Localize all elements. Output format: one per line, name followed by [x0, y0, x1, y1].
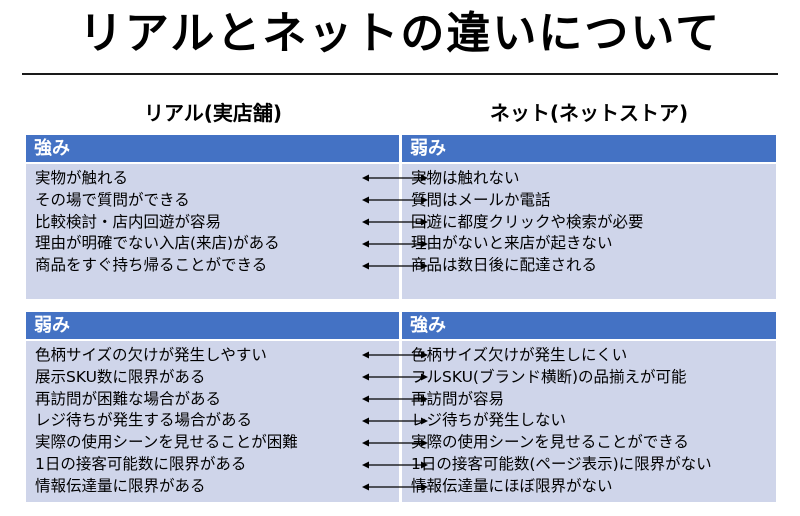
list-item: 実物は触れない — [411, 169, 520, 187]
list-item: フルSKU(ブランド横断)の品揃えが可能 — [411, 367, 687, 386]
list-item: 展示SKU数に限界がある — [35, 367, 206, 386]
item-list-left: 実物が触れる その場で質問ができる 比較検討・店内回遊が容易 理由が明確でない入… — [35, 168, 280, 277]
panel-body-right: 色柄サイズ欠けが発生しにくい フルSKU(ブランド横断)の品揃えが可能 再訪問が… — [402, 341, 776, 502]
double-arrow-icon — [362, 350, 428, 360]
double-arrow-icon — [362, 195, 428, 205]
panel-header-right: 強み — [402, 312, 776, 339]
panel-body-left: 実物が触れる その場で質問ができる 比較検討・店内回遊が容易 理由が明確でない入… — [26, 164, 399, 299]
list-item: 商品をすぐ持ち帰ることができる — [35, 256, 268, 275]
list-item: 理由が明確でない入店(来店)がある — [35, 234, 280, 253]
list-item: 1日の接客可能数(ページ表示)に限界がない — [411, 454, 712, 473]
double-arrow-icon — [362, 394, 428, 404]
list-item: 色柄サイズ欠けが発生しにくい — [411, 346, 628, 364]
list-item: その場で質問ができる — [35, 190, 190, 209]
comparison-panel-weaknesses: 弱み 強み 色柄サイズの欠けが発生しやすい 展示SKU数に限界がある 再訪問が困… — [26, 312, 776, 502]
page-title: リアルとネットの違いについて — [78, 8, 722, 59]
list-item: 再訪問が容易 — [411, 389, 505, 408]
column-header-net: ネット(ネットストア) — [489, 101, 689, 125]
item-list-right: 実物は触れない 質問はメールか電話 回遊に都度クリックや検索が必要 理由がないと… — [411, 168, 644, 277]
double-arrow-icon — [362, 438, 428, 448]
list-item: レジ待ちが発生する場合がある — [35, 411, 253, 430]
column-header-real: リアル(実店舗) — [143, 101, 283, 125]
list-item: レジ待ちが発生しない — [411, 411, 567, 430]
panel-body-left: 色柄サイズの欠けが発生しやすい 展示SKU数に限界がある 再訪問が困難な場合があ… — [26, 341, 399, 502]
double-arrow-icon — [362, 372, 428, 382]
list-item: 理由がないと来店が起きない — [411, 234, 613, 253]
double-arrow-icon — [362, 460, 428, 470]
panel-header-left: 強み — [26, 135, 399, 162]
list-item: 実物が触れる — [35, 169, 129, 187]
list-item: 情報伝達量に限界がある — [35, 476, 206, 495]
list-item: 1日の接客可能数に限界がある — [35, 454, 247, 473]
list-item: 回遊に都度クリックや検索が必要 — [411, 212, 644, 231]
list-item: 実際の使用シーンを見せることができる — [411, 433, 689, 452]
panel-header-left: 弱み — [26, 312, 399, 339]
list-item: 再訪問が困難な場合がある — [35, 389, 222, 408]
double-arrow-icon — [362, 173, 428, 183]
panel-header-right: 弱み — [402, 135, 776, 162]
double-arrow-icon — [362, 239, 428, 249]
list-item: 商品は数日後に配達される — [411, 256, 598, 275]
double-arrow-icon — [362, 416, 428, 426]
double-arrow-icon — [362, 217, 428, 227]
title-divider — [22, 73, 778, 75]
item-list-right: 色柄サイズ欠けが発生しにくい フルSKU(ブランド横断)の品揃えが可能 再訪問が… — [411, 345, 712, 498]
item-list-left: 色柄サイズの欠けが発生しやすい 展示SKU数に限界がある 再訪問が困難な場合があ… — [35, 345, 298, 498]
panel-body-right: 実物は触れない 質問はメールか電話 回遊に都度クリックや検索が必要 理由がないと… — [402, 164, 776, 299]
list-item: 質問はメールか電話 — [411, 190, 551, 209]
double-arrow-icon — [362, 482, 428, 492]
comparison-panel-strengths: 強み 弱み 実物が触れる その場で質問ができる 比較検討・店内回遊が容易 理由が… — [26, 135, 776, 299]
list-item: 比較検討・店内回遊が容易 — [35, 212, 222, 231]
double-arrow-icon — [362, 261, 428, 271]
list-item: 色柄サイズの欠けが発生しやすい — [35, 346, 267, 364]
list-item: 情報伝達量にほぼ限界がない — [411, 476, 613, 495]
list-item: 実際の使用シーンを見せることが困難 — [35, 433, 298, 452]
